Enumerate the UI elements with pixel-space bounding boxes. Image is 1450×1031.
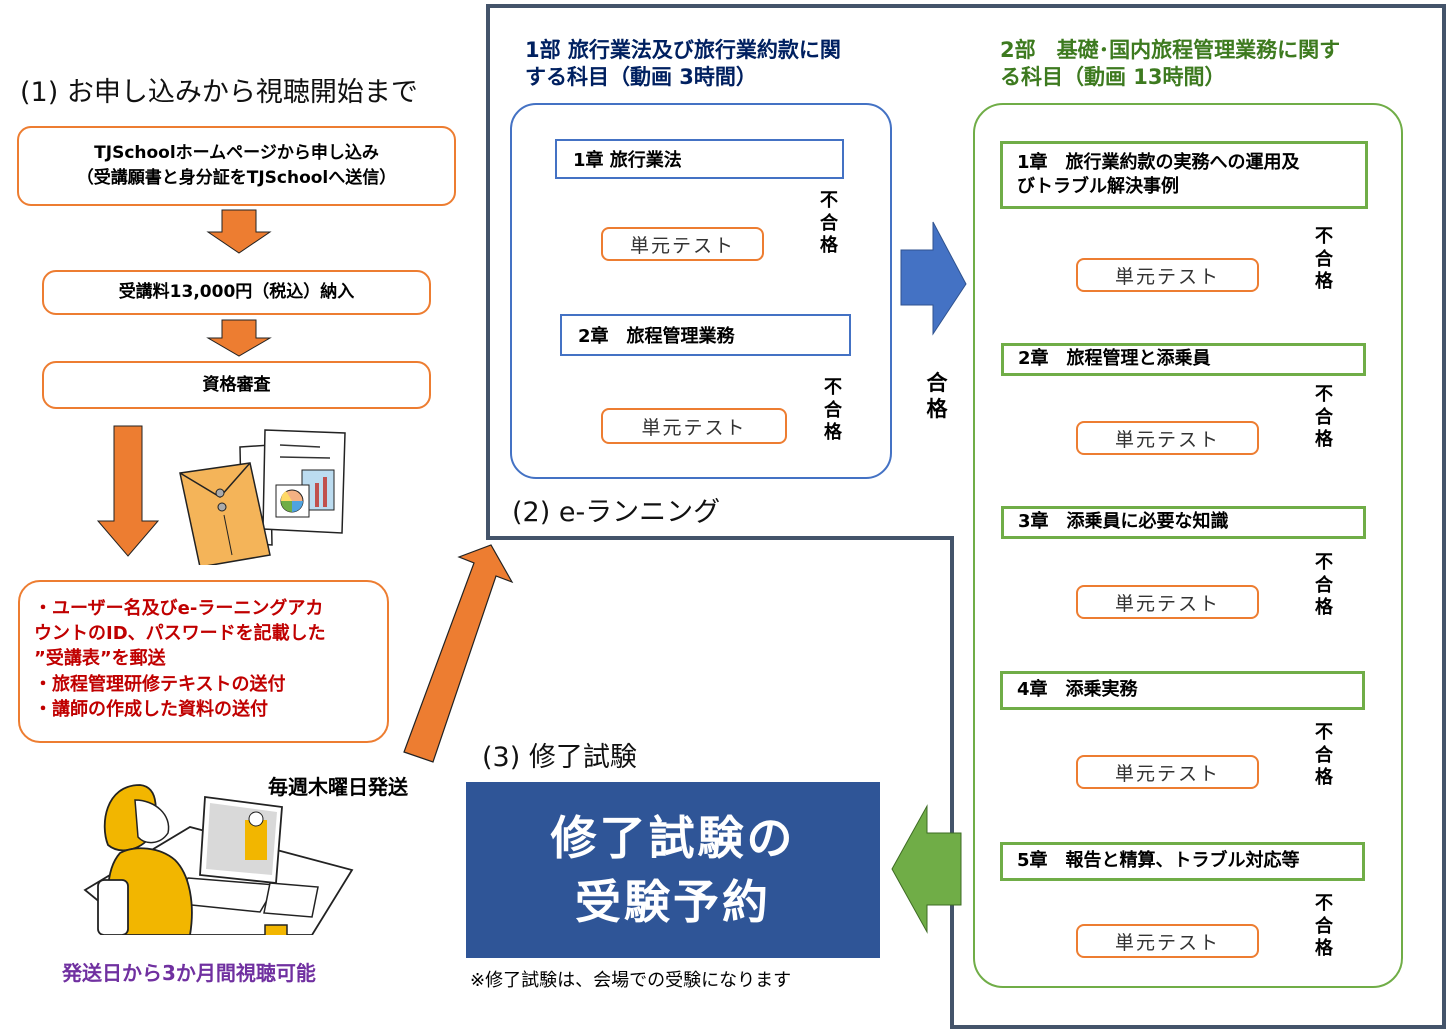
part1-chapter-2: 2章 旅程管理業務 [560, 314, 851, 356]
part2-fail-label-4: 不合格 [1315, 722, 1333, 788]
pass-arrow [900, 221, 967, 336]
part2-unit-test-3[interactable]: 単元テスト [1076, 585, 1259, 619]
exam-reservation-button[interactable]: 修了試験の 受験予約 [466, 782, 880, 958]
part2-chapter-4-line1: 4章 添乗実務 [1017, 679, 1138, 701]
step-screening: 資格審査 [42, 361, 431, 409]
mailing-line-4: ・旅程管理研修テキストの送付 [34, 673, 286, 695]
mailing-line-2: ウントのID、パスワードを記載した [34, 623, 326, 645]
part1-fail-label-2: 不合格 [824, 377, 842, 443]
viewing-period-label: 発送日から3か月間視聴可能 [62, 961, 316, 985]
part1-fail-label-1: 不合格 [820, 190, 838, 256]
part2-unit-test-2[interactable]: 単元テスト [1076, 421, 1259, 455]
pass-label: 合格 [926, 371, 948, 422]
envelope-documents-icon [179, 429, 346, 565]
part1-title-line1: 1部 旅行業法及び旅行業約款に関 [525, 38, 841, 62]
unit-test-label: 単元テスト [1114, 592, 1220, 615]
part2-title-line2: る科目（動画 13時間） [1000, 65, 1226, 90]
unit-test-label: 単元テスト [629, 234, 735, 257]
part2-fail-label-1: 不合格 [1315, 226, 1333, 292]
part2-unit-test-5[interactable]: 単元テスト [1076, 924, 1259, 958]
part1-chapter-1-label: 1章 旅行業法 [573, 150, 682, 171]
part2-fail-label-2: 不合格 [1315, 384, 1333, 450]
shipping-label: 毎週木曜日発送 [268, 775, 408, 799]
part2-chapter-4: 4章 添乗実務 [1000, 671, 1365, 710]
part1-title-line2: する科目（動画 3時間） [525, 65, 757, 90]
arrow-down-2 [206, 319, 272, 357]
part2-unit-test-4[interactable]: 単元テスト [1076, 755, 1259, 789]
part2-container [973, 103, 1403, 988]
step-apply-line2: （受講願書と身分証をTJSchoolへ送信） [76, 168, 397, 188]
mailing-info-box: ・ユーザー名及びe-ラーニングアカ ウントのID、パスワードを記載した ”受講表… [18, 580, 389, 743]
part2-chapter-5-line1: 5章 報告と精算、トラブル対応等 [1017, 850, 1300, 872]
section1-title: (1) お申し込みから視聴開始まで [20, 77, 418, 108]
mailing-line-1: ・ユーザー名及びe-ラーニングアカ [34, 598, 324, 619]
part2-chapter-3-line1: 3章 添乗員に必要な知識 [1018, 511, 1229, 533]
step-apply-line1: TJSchoolホームページから申し込み [94, 143, 379, 164]
part1-chapter-1: 1章 旅行業法 [555, 139, 844, 179]
part2-fail-label-5: 不合格 [1315, 893, 1333, 959]
section2-title: (2) e-ランニング [512, 497, 721, 528]
part2-chapter-2: 2章 旅程管理と添乗員 [1001, 343, 1366, 376]
arrow-to-elearning [403, 544, 514, 763]
unit-test-label: 単元テスト [1114, 428, 1220, 451]
part2-chapter-1-line1: 1章 旅行業約款の実務への運用及 [1017, 151, 1300, 173]
part1-chapter-2-label: 2章 旅程管理業務 [578, 326, 735, 347]
part1-unit-test-1[interactable]: 単元テスト [601, 227, 764, 261]
exam-line-1: 修了試験の [550, 810, 796, 865]
section3-title: (3) 修了試験 [482, 742, 637, 773]
exam-line-2: 受験予約 [575, 875, 771, 929]
part2-title-line1: 2部 基礎･国内旅程管理業務に関す [1000, 38, 1341, 62]
unit-test-label: 単元テスト [1114, 762, 1220, 785]
arrow-down-long [96, 425, 160, 557]
part2-unit-test-1[interactable]: 単元テスト [1076, 258, 1259, 292]
part2-chapter-3: 3章 添乗員に必要な知識 [1001, 506, 1366, 539]
mailing-line-3: ”受講表”を郵送 [34, 648, 166, 670]
arrow-to-exam [891, 804, 962, 934]
exam-note: ※修了試験は、会場での受験になります [470, 970, 792, 991]
unit-test-label: 単元テスト [1114, 931, 1220, 954]
unit-test-label: 単元テスト [1114, 265, 1220, 288]
elearning-frame [486, 4, 1446, 1029]
step-payment: 受講料13,000円（税込）納入 [42, 270, 431, 315]
part2-chapter-2-line1: 2章 旅程管理と添乗員 [1018, 348, 1211, 370]
part2-chapter-5: 5章 報告と精算、トラブル対応等 [1000, 842, 1365, 881]
part1-unit-test-2[interactable]: 単元テスト [601, 408, 787, 444]
unit-test-label: 単元テスト [641, 416, 747, 439]
student-laptop-icon [83, 784, 354, 935]
part2-chapter-1: 1章 旅行業約款の実務への運用及びトラブル解決事例 [1000, 141, 1368, 209]
step-apply: TJSchoolホームページから申し込み （受講願書と身分証をTJSchoolへ… [17, 126, 456, 206]
mailing-line-5: ・講師の作成した資料の送付 [34, 698, 268, 720]
step-screening-label: 資格審査 [202, 374, 271, 395]
part2-fail-label-3: 不合格 [1315, 552, 1333, 618]
arrow-down-1 [206, 209, 272, 254]
part2-title: 2部 基礎･国内旅程管理業務に関す る科目（動画 13時間） [1000, 37, 1340, 92]
part1-title: 1部 旅行業法及び旅行業約款に関 する科目（動画 3時間） [525, 37, 841, 92]
step-payment-label: 受講料13,000円（税込）納入 [118, 282, 355, 303]
part2-chapter-1-line2: びトラブル解決事例 [1017, 176, 1179, 197]
